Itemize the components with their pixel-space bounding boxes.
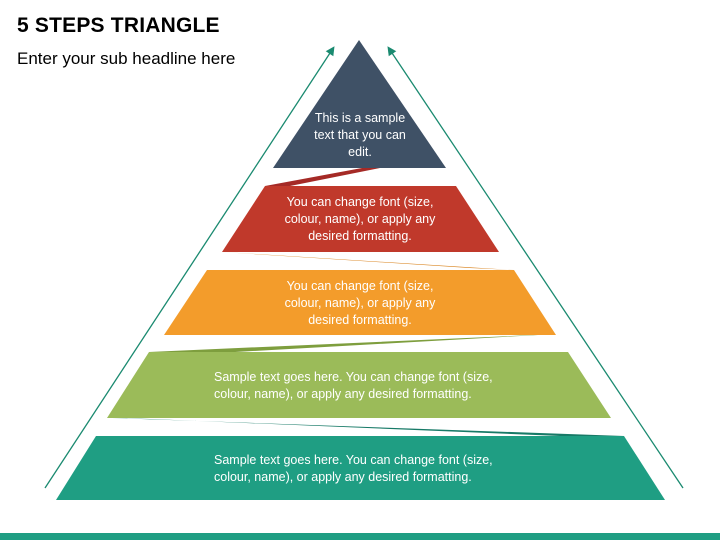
step-2-text: You can change font (size, colour, name)… xyxy=(284,195,436,243)
page-subtitle: Enter your sub headline here xyxy=(17,49,236,68)
right-arrow xyxy=(387,46,684,489)
step-3-text: You can change font (size, colour, name)… xyxy=(284,279,436,327)
connector-3 xyxy=(149,334,556,354)
left-arrow xyxy=(44,46,335,489)
step-5-shape xyxy=(56,436,665,500)
step-3-shape xyxy=(164,270,556,335)
step-5-text: Sample text goes here. You can change fo… xyxy=(214,453,493,484)
connector-2 xyxy=(222,252,514,270)
step-4-shape xyxy=(107,352,611,418)
page-title: 5 STEPS TRIANGLE xyxy=(17,14,220,37)
step-1-shape xyxy=(273,40,446,168)
step-2-shape xyxy=(222,186,499,252)
connector-1 xyxy=(265,168,380,186)
connector-4 xyxy=(112,418,624,436)
step-4-text: Sample text goes here. You can change fo… xyxy=(214,370,493,401)
footer-bar xyxy=(0,533,720,540)
step-1-text: This is a sample text that you can edit. xyxy=(314,111,406,159)
